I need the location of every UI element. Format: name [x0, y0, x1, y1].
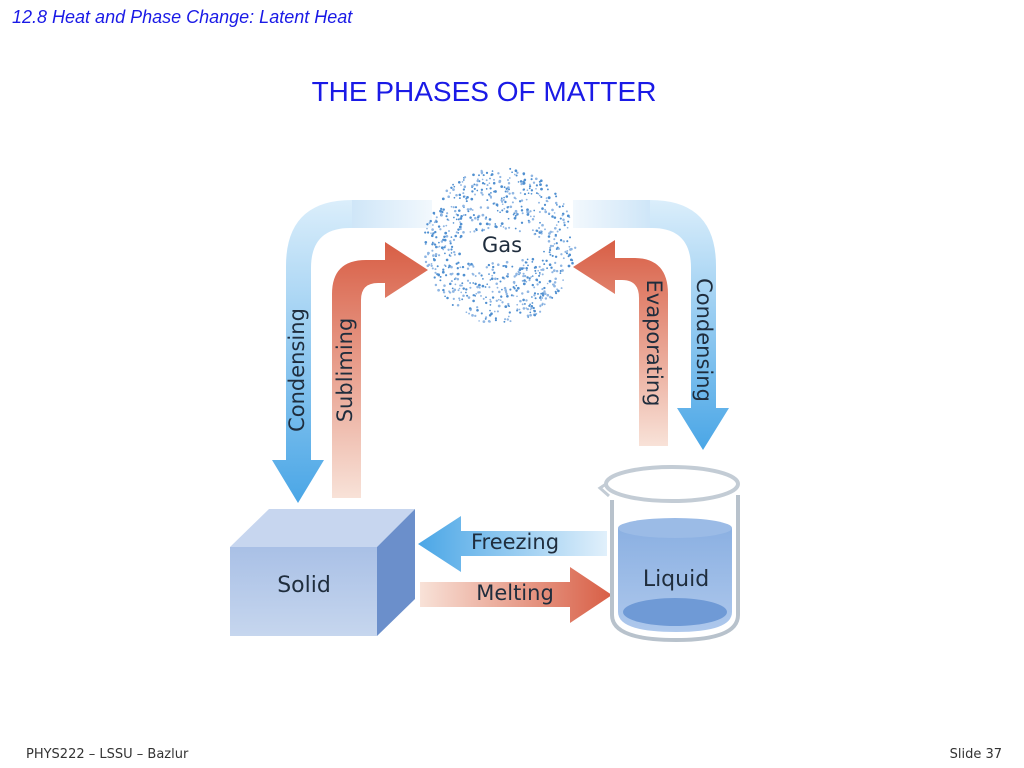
subliming-arrow: [332, 242, 428, 498]
condensing-left-arrow: [272, 200, 432, 503]
solid-cube: [230, 509, 415, 636]
solid-label: Solid: [277, 573, 331, 598]
liquid-label: Liquid: [643, 567, 709, 592]
freezing-arrow: [418, 516, 607, 572]
melting-label: Melting: [476, 581, 554, 605]
condensing-left-label: Condensing: [285, 308, 309, 432]
liquid-beaker: [597, 465, 740, 643]
gas-particle-cloud: [424, 167, 577, 323]
slide-number: Slide 37: [949, 747, 1002, 762]
gas-label: Gas: [482, 233, 522, 257]
evaporating-arrow: [573, 240, 668, 446]
melting-arrow: [420, 567, 612, 623]
footer-credit: PHYS222 – LSSU – Bazlur: [26, 747, 189, 762]
subliming-label: Subliming: [333, 318, 357, 423]
freezing-label: Freezing: [471, 530, 559, 554]
slide-title: THE PHASES OF MATTER: [311, 76, 657, 107]
section-title: 12.8 Heat and Phase Change: Latent Heat: [12, 7, 353, 27]
condensing-right-label: Condensing: [692, 278, 716, 402]
evaporating-label: Evaporating: [642, 280, 666, 407]
